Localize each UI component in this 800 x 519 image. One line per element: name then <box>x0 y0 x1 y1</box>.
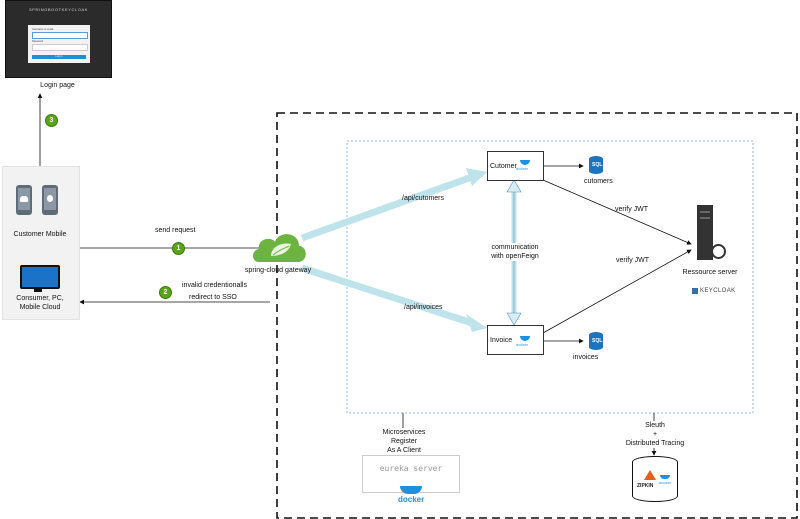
api-customers-arrow <box>300 173 474 242</box>
step-3-badge: 3 <box>45 114 58 127</box>
api-invoices-label: /api/invoices <box>404 304 443 311</box>
system-boundary <box>276 112 798 519</box>
docker-label: docker <box>516 166 529 171</box>
zipkin-label: ZIPKIN <box>637 483 654 489</box>
customers-db-label: cutomers <box>584 178 613 185</box>
password-input[interactable] <box>32 44 88 51</box>
docker-whale-icon <box>520 160 530 165</box>
monitor-stand <box>34 289 42 292</box>
invoices-db-icon: SQL <box>589 332 603 350</box>
resource-server-label: Ressource server <box>682 269 738 276</box>
login-form: Username or email Password Log In <box>28 25 90 63</box>
zipkin-docker-label: docker <box>659 480 672 485</box>
username-input[interactable] <box>32 32 88 39</box>
username-label: Username or email <box>32 28 54 31</box>
step-2-badge: 2 <box>159 286 172 299</box>
register-label: Microservices Register As A Client <box>374 428 434 455</box>
clients-panel <box>2 166 80 320</box>
login-brand: SPRINGBOOTKEYCLOAK <box>28 7 89 12</box>
spring-cloud-gateway-icon[interactable] <box>249 226 309 266</box>
zipkin-logo-icon <box>644 470 656 480</box>
docker-whale-icon <box>520 336 530 341</box>
verify-jwt-label-2: verify JWT <box>616 257 650 264</box>
monitor-icon <box>20 265 60 289</box>
redirect-sso-label: redirect to SSO <box>189 294 237 301</box>
invoices-db-label: invoices <box>573 354 599 361</box>
customer-mobile-label: Customer Mobile <box>13 231 67 238</box>
gateway-label: spring-cloud gateway <box>244 267 312 274</box>
verify-jwt-label-1: verify JWT <box>615 206 649 213</box>
keycloak-logo-label: KEYCLOAK <box>700 288 736 294</box>
customer-service-box[interactable]: Cutomer docker <box>487 151 544 181</box>
eureka-server-label: eureka server <box>379 464 443 473</box>
openfeign-label: communication with openFeign <box>484 243 546 261</box>
send-request-label: send request <box>155 227 196 234</box>
keycloak-logo-icon <box>692 288 698 294</box>
eureka-docker-label: docker <box>398 495 425 504</box>
step-1-badge: 1 <box>172 242 185 255</box>
invoice-service-label: Invoice <box>490 337 513 344</box>
invoice-service-box[interactable]: Invoice docker <box>487 325 544 355</box>
iphone-icon <box>42 185 58 215</box>
login-button[interactable]: Log In <box>32 55 86 59</box>
customers-db-icon: SQL <box>589 156 603 174</box>
login-page-thumbnail[interactable]: SPRINGBOOTKEYCLOAK Username or email Pas… <box>5 0 112 78</box>
password-label: Password <box>32 40 43 43</box>
customer-service-label: Cutomer <box>490 163 517 170</box>
zipkin-db[interactable]: ZIPKIN docker <box>632 456 678 502</box>
invalid-credentials-label: invalid credentionalls <box>182 282 247 289</box>
api-customers-label: /api/cutomers <box>402 195 445 202</box>
android-phone-icon <box>16 185 32 215</box>
certificate-icon <box>711 244 726 259</box>
docker-whale-icon <box>400 486 422 494</box>
api-invoices-arrow <box>300 264 474 327</box>
consumer-pc-label: Consumer, PC, Mobile Cloud <box>16 295 64 311</box>
docker-label: docker <box>516 342 529 347</box>
docker-whale-icon <box>660 475 670 479</box>
login-page-label: Login page <box>40 82 75 89</box>
sleuth-label: Sleuth + Distributed Tracing <box>620 421 690 448</box>
server-icon <box>697 205 713 260</box>
microservices-boundary <box>346 140 754 414</box>
